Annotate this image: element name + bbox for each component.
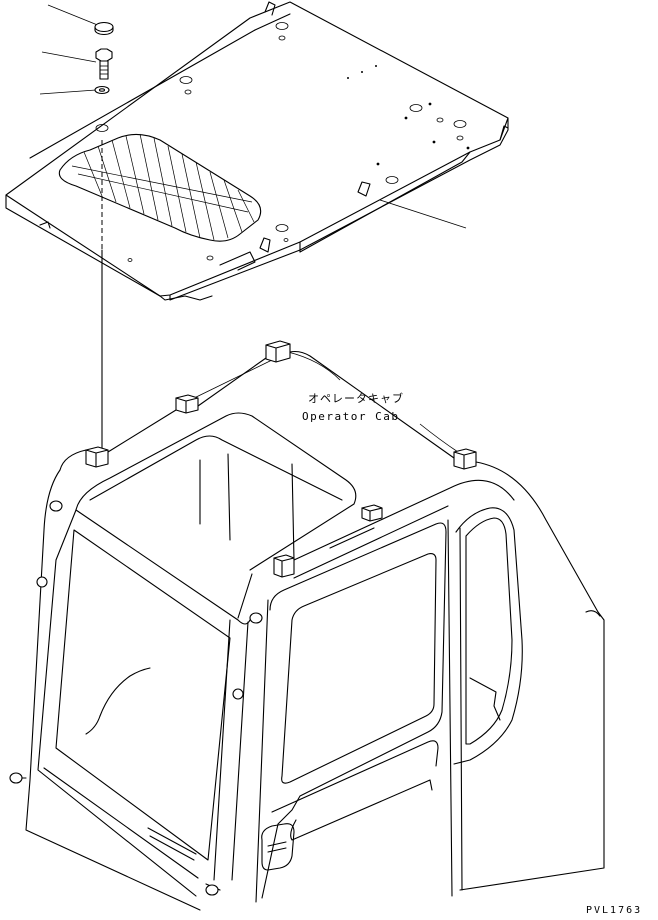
bolt-part bbox=[95, 48, 113, 80]
cab-label-japanese: オペレータキャブ bbox=[308, 392, 404, 405]
drawing-code: PVL1763 bbox=[586, 905, 643, 916]
washer-part bbox=[94, 85, 110, 95]
cab-label-english: Operator Cab bbox=[302, 410, 400, 423]
roof-plate bbox=[5, 1, 509, 301]
operator-cab bbox=[9, 350, 605, 911]
cap-part bbox=[94, 21, 114, 36]
roof-grating bbox=[58, 133, 262, 242]
mount-blocks bbox=[85, 340, 477, 578]
callout-leaders bbox=[39, 4, 467, 229]
cab-label-leaders bbox=[185, 351, 459, 453]
